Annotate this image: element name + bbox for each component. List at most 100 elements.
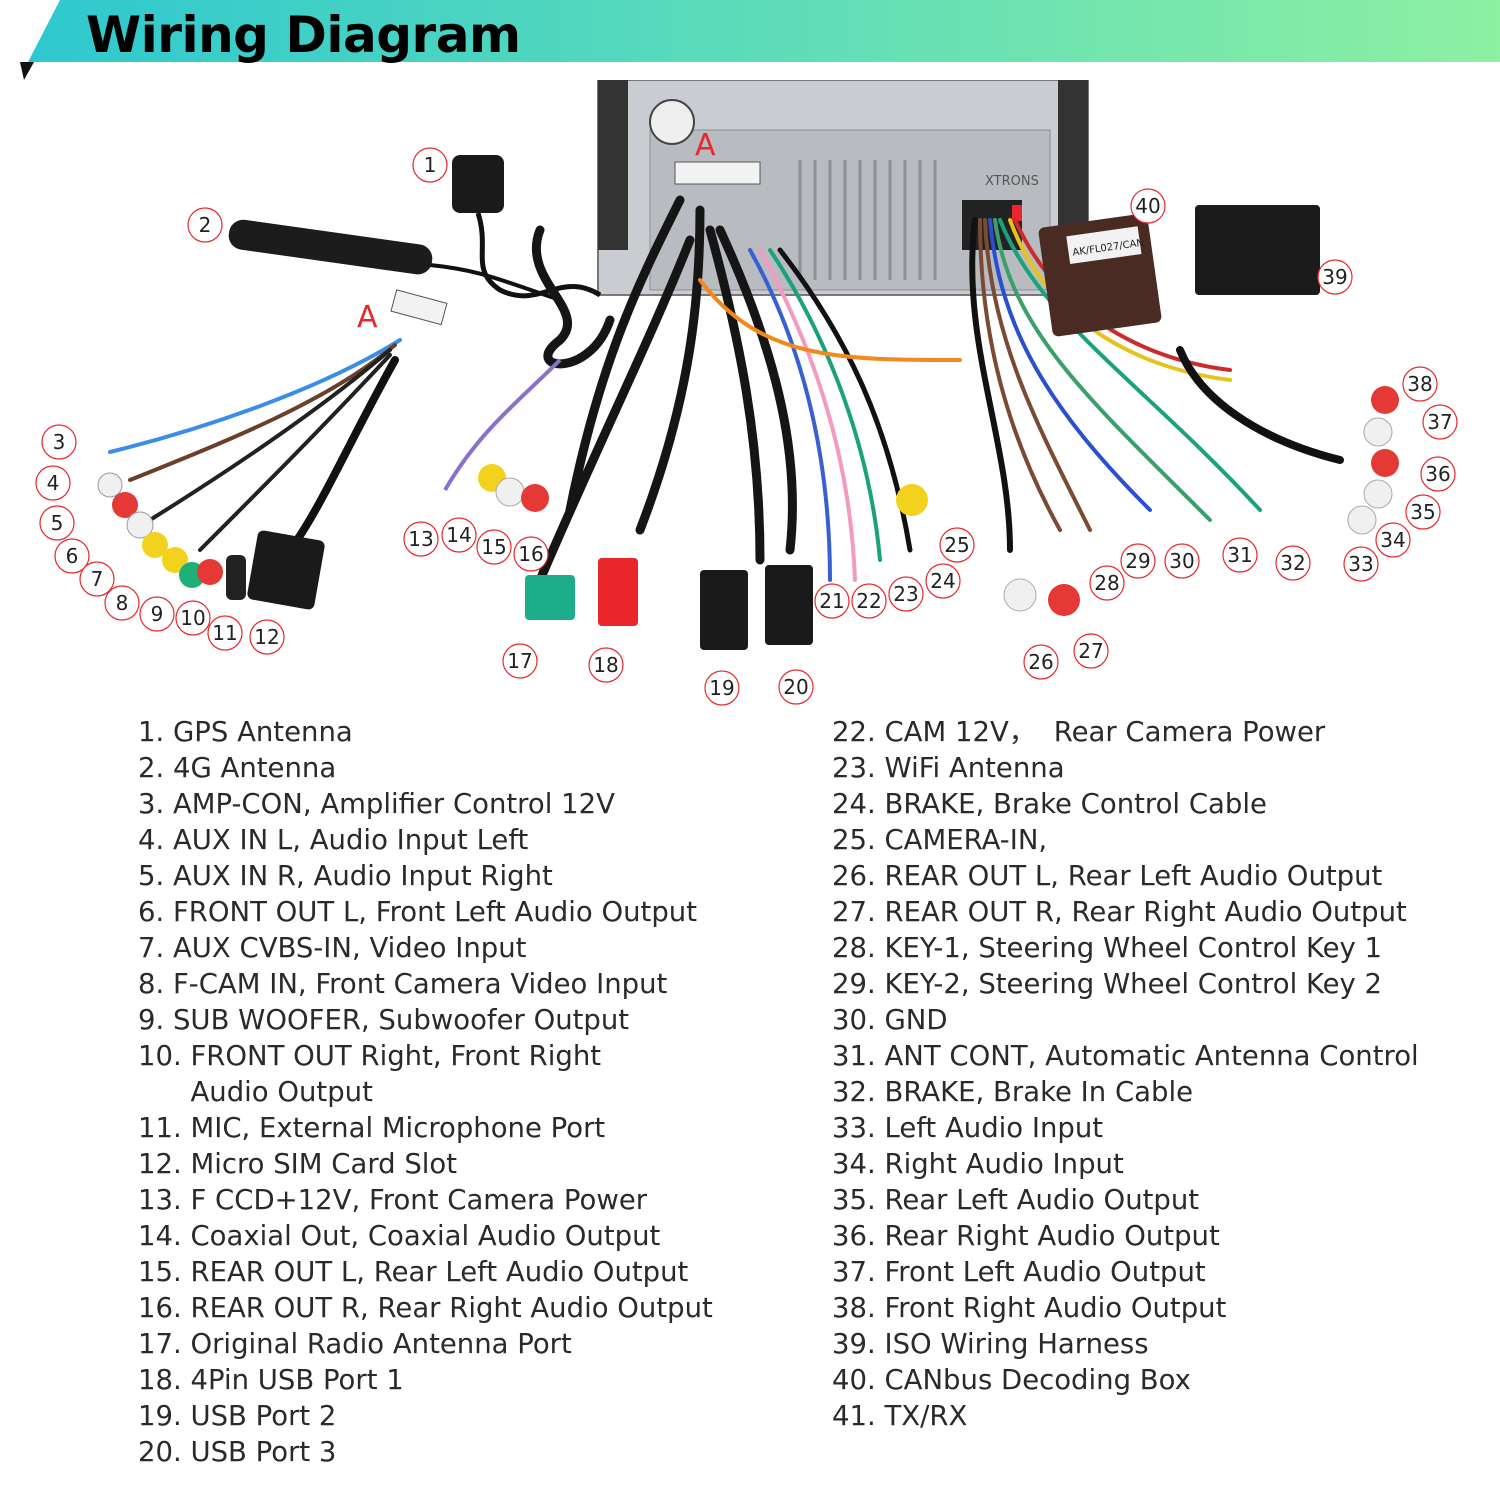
callout-27: 27 bbox=[1073, 633, 1109, 669]
callout-number: 28 bbox=[1094, 571, 1119, 595]
callout-number: 36 bbox=[1425, 462, 1450, 486]
callout-number: 27 bbox=[1078, 639, 1103, 663]
legend-item: 40. CANbus Decoding Box bbox=[832, 1364, 1191, 1396]
callout-number: 7 bbox=[91, 567, 104, 591]
legend-item: 26. REAR OUT L, Rear Left Audio Output bbox=[832, 860, 1383, 892]
usb-port-1 bbox=[598, 558, 638, 626]
xtrons-brand-label: XTRONS bbox=[985, 174, 1039, 189]
callout-number: 24 bbox=[930, 569, 955, 593]
callout-40: 40 bbox=[1130, 188, 1166, 224]
callout-22: 22 bbox=[851, 583, 887, 619]
callout-2: 2 bbox=[187, 207, 223, 243]
callout-number: 40 bbox=[1135, 194, 1160, 218]
wiring-photo: XTRONS A A bbox=[35, 80, 1458, 706]
callout-number: 12 bbox=[254, 625, 279, 649]
callout-23: 23 bbox=[888, 576, 924, 612]
title-banner bbox=[20, 0, 1500, 80]
callout-17: 17 bbox=[502, 643, 538, 679]
callout-number: 4 bbox=[47, 471, 60, 495]
legend-item: 31. ANT CONT, Automatic Antenna Control bbox=[832, 1040, 1419, 1072]
callout-number: 13 bbox=[408, 527, 433, 551]
page-title: Wiring Diagram bbox=[86, 6, 521, 64]
legend-item: 16. REAR OUT R, Rear Right Audio Output bbox=[138, 1292, 713, 1324]
callout-number: 34 bbox=[1380, 528, 1405, 552]
legend-item: 41. TX/RX bbox=[832, 1400, 968, 1432]
legend-item: 23. WiFi Antenna bbox=[832, 752, 1065, 784]
legend-item: 9. SUB WOOFER, Subwoofer Output bbox=[138, 1004, 630, 1036]
callout-37: 37 bbox=[1422, 404, 1458, 440]
legend-item: 27. REAR OUT R, Rear Right Audio Output bbox=[832, 896, 1407, 928]
legend-item: 37. Front Left Audio Output bbox=[832, 1256, 1206, 1288]
legend-item: 24. BRAKE, Brake Control Cable bbox=[832, 788, 1267, 820]
callout-9: 9 bbox=[139, 596, 175, 632]
callout-16: 16 bbox=[513, 536, 549, 572]
legend-item: 4. AUX IN L, Audio Input Left bbox=[138, 824, 529, 856]
callout-number: 10 bbox=[180, 606, 205, 630]
legend-item: 25. CAMERA-IN, bbox=[832, 824, 1048, 856]
legend-item: 14. Coaxial Out, Coaxial Audio Output bbox=[138, 1220, 661, 1252]
callout-number: 19 bbox=[709, 676, 734, 700]
legend-item: 1. GPS Antenna bbox=[138, 716, 353, 748]
callout-6: 6 bbox=[54, 538, 90, 574]
legend-item: 12. Micro SIM Card Slot bbox=[138, 1148, 458, 1180]
callout-7: 7 bbox=[79, 561, 115, 597]
legend-item: 3. AMP-CON, Amplifier Control 12V bbox=[138, 788, 615, 820]
rear-out-r-rca bbox=[1048, 584, 1080, 616]
canbus-box: AK/FL027/CAN bbox=[1038, 213, 1162, 337]
callout-number: 3 bbox=[53, 430, 66, 454]
callout-25: 25 bbox=[939, 527, 975, 563]
callout-number: 17 bbox=[507, 649, 532, 673]
iso-harness bbox=[1195, 205, 1320, 295]
callout-36: 36 bbox=[1420, 456, 1456, 492]
usb-port-2 bbox=[700, 570, 748, 650]
banner-corner-fold bbox=[20, 62, 34, 80]
left-harness bbox=[108, 338, 402, 554]
legend-item: 6. FRONT OUT L, Front Left Audio Output bbox=[138, 896, 697, 928]
callout-34: 34 bbox=[1375, 522, 1411, 558]
callout-19: 19 bbox=[704, 670, 740, 706]
callout-number: 9 bbox=[151, 602, 164, 626]
callout-number: 22 bbox=[856, 589, 881, 613]
connector-a-socket bbox=[674, 161, 761, 185]
callout-21: 21 bbox=[814, 583, 850, 619]
callout-number: 16 bbox=[518, 542, 543, 566]
callout-number: 1 bbox=[424, 153, 437, 177]
legend-item: 38. Front Right Audio Output bbox=[832, 1292, 1227, 1324]
legend-item: 22. CAM 12V， Rear Camera Power bbox=[832, 716, 1326, 748]
legend-item: 33. Left Audio Input bbox=[832, 1112, 1104, 1144]
callout-1: 1 bbox=[412, 147, 448, 183]
callout-number: 15 bbox=[481, 535, 506, 559]
legend-left: 1. GPS Antenna 2. 4G Antenna 3. AMP-CON, A… bbox=[138, 714, 778, 1470]
callout-15: 15 bbox=[476, 529, 512, 565]
xtrons-badge-icon bbox=[649, 99, 695, 145]
head-unit-chassis: XTRONS bbox=[597, 80, 1089, 296]
callout-number: 32 bbox=[1280, 551, 1305, 575]
callout-number: 35 bbox=[1410, 500, 1435, 524]
camera-in-rca bbox=[896, 484, 928, 516]
callout-5: 5 bbox=[39, 505, 75, 541]
connector-a-label-top: A bbox=[695, 128, 716, 163]
legend-item: 17. Original Radio Antenna Port bbox=[138, 1328, 572, 1360]
callout-number: 6 bbox=[66, 544, 79, 568]
callout-30: 30 bbox=[1164, 543, 1200, 579]
connector-a-label-left: A bbox=[357, 300, 378, 335]
callout-13: 13 bbox=[403, 521, 439, 557]
legend-item: 30. GND bbox=[832, 1004, 948, 1036]
legend-item: 10. FRONT OUT Right, Front Right bbox=[138, 1040, 602, 1072]
callout-33: 33 bbox=[1343, 546, 1379, 582]
legend-item: 18. 4Pin USB Port 1 bbox=[138, 1364, 404, 1396]
callout-10: 10 bbox=[175, 600, 211, 636]
callout-18: 18 bbox=[588, 647, 624, 683]
callout-3: 3 bbox=[41, 424, 77, 460]
radio-antenna-port bbox=[525, 575, 575, 620]
legend-item: 34. Right Audio Input bbox=[832, 1148, 1124, 1180]
legend-item: 13. F CCD+12V, Front Camera Power bbox=[138, 1184, 648, 1216]
legend-item: 35. Rear Left Audio Output bbox=[832, 1184, 1200, 1216]
callout-number: 21 bbox=[819, 589, 844, 613]
legend-item: 5. AUX IN R, Audio Input Right bbox=[138, 860, 553, 892]
callout-14: 14 bbox=[441, 517, 477, 553]
legend-item: 2. 4G Antenna bbox=[138, 752, 337, 784]
legend-item: 29. KEY-2, Steering Wheel Control Key 2 bbox=[832, 968, 1383, 1000]
legend-item: 11. MIC, External Microphone Port bbox=[138, 1112, 606, 1144]
